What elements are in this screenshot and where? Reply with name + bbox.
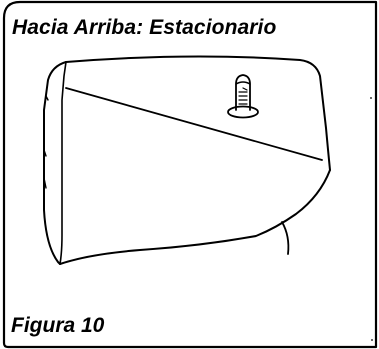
- edge-marks: [370, 97, 373, 341]
- figure-title: Hacia Arriba: Estacionario: [12, 16, 277, 39]
- figure-caption: Figura 10: [11, 314, 105, 337]
- device-side-panel: [43, 61, 67, 265]
- device-body: [59, 169, 331, 265]
- device-top-surface: [65, 55, 331, 171]
- key-icon: [227, 74, 259, 119]
